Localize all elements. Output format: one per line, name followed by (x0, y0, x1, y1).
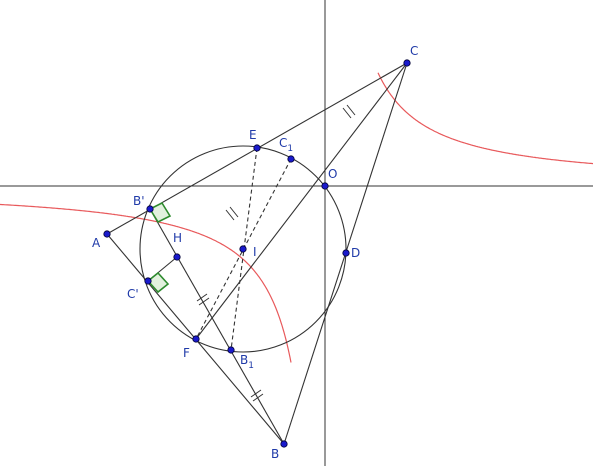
right-angle-marker-bp (148, 201, 172, 224)
label-f: F (183, 346, 190, 360)
label-c1: C1 (279, 136, 293, 154)
point-c1 (287, 155, 295, 163)
segment-c-f (195, 62, 408, 340)
tick-marks-h-b1 (196, 293, 210, 306)
label-o: O (328, 167, 337, 181)
tick-marks-c-c1 (342, 104, 356, 119)
label-cp: C' (127, 287, 139, 301)
point-b (280, 440, 288, 448)
label-a: A (92, 236, 101, 250)
point-f (192, 335, 200, 343)
circle (139, 145, 347, 353)
point-c (403, 59, 411, 67)
point-o (321, 182, 329, 190)
label-c: C (410, 44, 418, 58)
point-b1 (227, 346, 235, 354)
point-e (253, 144, 261, 152)
label-b: B (271, 447, 279, 461)
label-e: E (249, 128, 257, 142)
point-bp (146, 205, 154, 213)
label-b1: B1 (240, 353, 254, 371)
hyperbola-branch-lower (0, 203, 292, 363)
tick-marks-b1-b (250, 389, 264, 402)
tick-marks-c1-h (225, 206, 239, 221)
segment-bp-b (149, 208, 285, 445)
hyperbola-branch-upper (377, 72, 593, 165)
label-d: D (351, 246, 360, 260)
right-angle-marker-cp (146, 271, 170, 294)
label-bp: B' (133, 194, 145, 208)
point-i (239, 245, 247, 253)
point-a (103, 230, 111, 238)
label-h: H (173, 231, 182, 245)
label-i: I (253, 245, 257, 259)
point-cp (144, 277, 152, 285)
point-h (173, 253, 181, 261)
point-d (342, 249, 350, 257)
